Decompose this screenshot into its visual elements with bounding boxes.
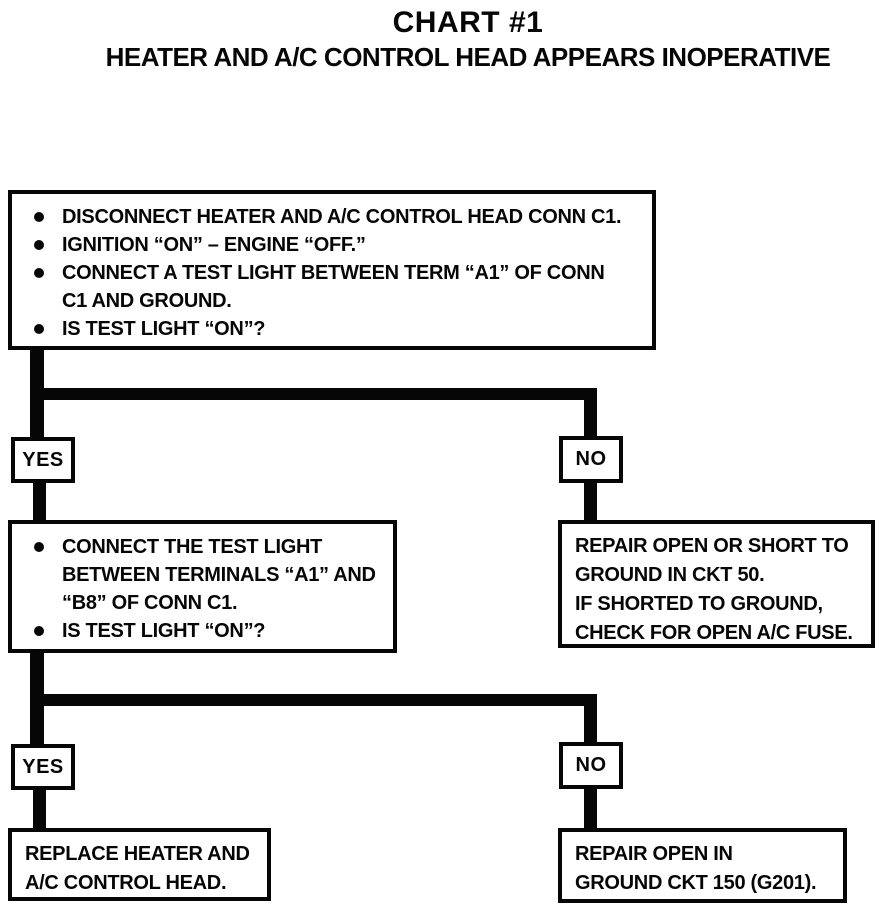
- step2-line: CONNECT THE TEST LIGHT: [34, 533, 387, 561]
- connector-branch1-no-drop: [584, 392, 597, 438]
- yes-final-line: REPLACE HEATER AND: [25, 843, 250, 865]
- bullet-icon: [34, 324, 44, 334]
- step2-box: CONNECT THE TEST LIGHT BETWEEN TERMINALS…: [8, 520, 397, 653]
- no1-result-line: CHECK FOR OPEN A/C FUSE.: [575, 622, 853, 644]
- step1-line-text: DISCONNECT HEATER AND A/C CONTROL HEAD C…: [62, 206, 622, 228]
- no1-result-line: REPAIR OPEN OR SHORT TO: [575, 535, 849, 557]
- step2-line-text: “B8” OF CONN C1.: [62, 592, 238, 614]
- connector-no1-result: [584, 482, 597, 521]
- bullet-icon: [34, 626, 44, 636]
- branch1-no-box: NO: [559, 436, 623, 483]
- bullet-icon: [34, 212, 44, 222]
- no-final-result-box: REPAIR OPEN IN GROUND CKT 150 (G201).: [558, 828, 847, 903]
- step2-line-text: BETWEEN TERMINALS “A1” AND: [62, 564, 376, 586]
- step1-box: DISCONNECT HEATER AND A/C CONTROL HEAD C…: [8, 190, 656, 350]
- step2-line: BETWEEN TERMINALS “A1” AND: [34, 561, 387, 589]
- step1-line-text: CONNECT A TEST LIGHT BETWEEN TERM “A1” O…: [62, 262, 605, 284]
- bullet-icon: [34, 542, 44, 552]
- step1-line: IS TEST LIGHT “ON”?: [34, 315, 646, 343]
- step2-line: IS TEST LIGHT “ON”?: [34, 617, 387, 645]
- bran2-yes-label: YES: [22, 755, 64, 778]
- step1-line: DISCONNECT HEATER AND A/C CONTROL HEAD C…: [34, 203, 646, 231]
- connector-branch2-horizontal: [30, 694, 597, 706]
- page-subtitle: HEATER AND A/C CONTROL HEAD APPEARS INOP…: [105, 42, 831, 72]
- branch1-yes-box: YES: [11, 437, 75, 483]
- step1-line-text: IGNITION “ON” – ENGINE “OFF.”: [62, 234, 366, 256]
- step1-line: C1 AND GROUND.: [34, 287, 646, 315]
- step2-line: “B8” OF CONN C1.: [34, 589, 387, 617]
- no-final-line: GROUND CKT 150 (G201).: [575, 872, 817, 894]
- branch1-no-label: NO: [575, 448, 607, 470]
- step2-line-text: IS TEST LIGHT “ON”?: [62, 620, 266, 642]
- connector-branch2-no-drop: [584, 698, 597, 743]
- yes-final-line: A/C CONTROL HEAD.: [25, 872, 227, 894]
- bullet-icon: [34, 240, 44, 250]
- connector-branch1-horizontal: [30, 388, 597, 400]
- bullet-icon: [34, 268, 44, 278]
- no1-result-box: REPAIR OPEN OR SHORT TO GROUND IN CKT 50…: [558, 520, 875, 648]
- connector-yes2-final: [33, 789, 46, 829]
- branch2-no-box: NO: [559, 742, 623, 789]
- page-title: CHART #1: [392, 6, 544, 39]
- step2-line-text: CONNECT THE TEST LIGHT: [62, 536, 323, 558]
- yes-final-result-box: REPLACE HEATER AND A/C CONTROL HEAD.: [8, 828, 271, 901]
- no1-result-line: IF SHORTED TO GROUND,: [575, 593, 823, 615]
- connector-yes1-step2: [33, 482, 46, 521]
- no1-result-line: GROUND IN CKT 50.: [575, 564, 765, 586]
- connector-no2-final: [584, 788, 597, 829]
- branch1-yes-label: YES: [22, 448, 64, 471]
- branch2-no-label: NO: [575, 754, 607, 776]
- step1-line: IGNITION “ON” – ENGINE “OFF.”: [34, 231, 646, 259]
- branch2-yes-box: YES: [11, 744, 75, 790]
- step1-line: CONNECT A TEST LIGHT BETWEEN TERM “A1” O…: [34, 259, 646, 287]
- no-final-line: REPAIR OPEN IN: [575, 843, 733, 865]
- step1-line-text: IS TEST LIGHT “ON”?: [62, 318, 266, 340]
- step1-line-text: C1 AND GROUND.: [62, 290, 232, 312]
